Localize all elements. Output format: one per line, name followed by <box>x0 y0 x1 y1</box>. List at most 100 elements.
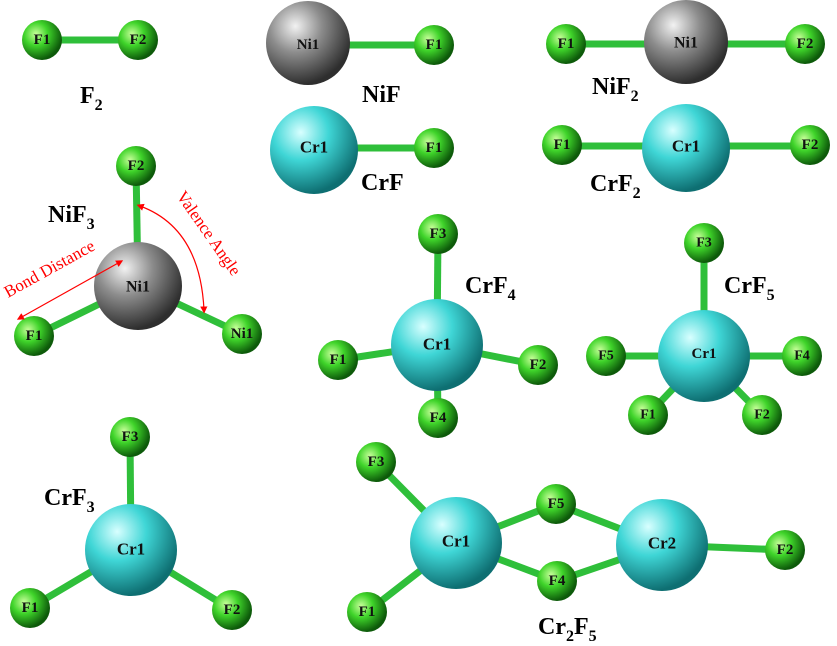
svg-text:F1: F1 <box>26 328 43 344</box>
atom-f2: F2 <box>118 20 158 60</box>
svg-text:F1: F1 <box>640 408 656 423</box>
molecule-nif: Ni1 F1 NiF <box>266 1 454 108</box>
atom-f2: F2 <box>518 345 558 385</box>
svg-text:F3: F3 <box>122 429 139 445</box>
label-crf5: CrF5 <box>724 273 775 304</box>
svg-text:F2: F2 <box>754 408 770 423</box>
atom-f4: F4 <box>537 561 577 601</box>
valence-angle-label: Valence Angle <box>173 187 245 279</box>
label-nif: NiF <box>362 82 401 108</box>
atom-f1: F1 <box>414 25 454 65</box>
svg-text:Ni1: Ni1 <box>126 279 150 296</box>
atom-cr1: Cr1 <box>410 497 502 589</box>
svg-text:Cr1: Cr1 <box>423 335 451 354</box>
atom-f2: F2 <box>742 395 782 435</box>
atom-f1: F1 <box>414 128 454 168</box>
atom-f5: F5 <box>536 484 576 524</box>
atom-f1: F1 <box>22 20 62 60</box>
atom-f4: F4 <box>782 336 822 376</box>
svg-text:F1: F1 <box>359 604 376 620</box>
svg-text:F2: F2 <box>777 542 794 558</box>
atom-cr1: Cr1 <box>391 299 483 391</box>
label-nif3: NiF3 <box>48 202 95 233</box>
label-crf2: CrF2 <box>590 171 641 202</box>
svg-text:F3: F3 <box>696 236 712 251</box>
svg-text:F2: F2 <box>797 36 814 52</box>
svg-text:F2: F2 <box>802 137 819 153</box>
label-crf3: CrF3 <box>44 485 95 516</box>
molecule-nif2: F1 Ni1 F2 NiF2 <box>546 0 825 105</box>
atom-f2: Ni1 <box>222 314 262 354</box>
bond-distance-label: Bond Distance <box>1 236 98 301</box>
atom-f1: F1 <box>546 24 586 64</box>
atom-f1: F1 <box>14 316 54 356</box>
svg-text:F1: F1 <box>426 140 443 156</box>
atom-cr2: Cr2 <box>616 499 708 591</box>
atom-f1: F1 <box>347 592 387 632</box>
svg-text:F3: F3 <box>430 226 447 242</box>
atom-ni1: Ni1 <box>644 0 728 84</box>
molecule-crf3: F3 Cr1 F1 F2 CrF3 <box>10 417 252 630</box>
svg-text:F2: F2 <box>130 32 147 48</box>
bond-distance-arrow <box>16 260 124 320</box>
atom-ni1: Ni1 <box>266 1 350 85</box>
svg-text:F1: F1 <box>554 137 571 153</box>
label-crf4: CrF4 <box>465 273 516 304</box>
atom-f4: F4 <box>418 398 458 438</box>
atom-f2: F2 <box>790 125 830 165</box>
atom-f3: F3 <box>110 417 150 457</box>
atom-f3: F3 <box>418 214 458 254</box>
svg-text:F1: F1 <box>330 352 347 368</box>
atom-f5: F5 <box>586 336 626 376</box>
svg-text:F1: F1 <box>22 600 39 616</box>
atom-cr1: Cr1 <box>642 104 730 192</box>
svg-text:F4: F4 <box>794 349 810 364</box>
atom-f1: F1 <box>318 340 358 380</box>
svg-text:Ni1: Ni1 <box>674 35 698 52</box>
svg-text:Ni1: Ni1 <box>231 326 254 342</box>
svg-text:Cr2: Cr2 <box>648 534 676 553</box>
svg-text:F2: F2 <box>128 158 145 174</box>
svg-text:F2: F2 <box>224 602 241 618</box>
molecule-f2: F1 F2 F2 <box>22 20 158 114</box>
atom-f2: F2 <box>785 24 825 64</box>
atom-cr1: Cr1 <box>658 310 750 402</box>
svg-text:F4: F4 <box>549 573 566 589</box>
molecule-crf4: F3 Cr1 F1 F2 F4 CrF4 <box>318 214 558 438</box>
label-cr2f5: Cr2F5 <box>538 614 597 645</box>
atom-f2-top: F2 <box>116 146 156 186</box>
label-f2: F2 <box>80 83 103 114</box>
svg-text:Ni1: Ni1 <box>297 37 320 53</box>
atom-f2: F2 <box>212 590 252 630</box>
atom-f3: F3 <box>684 223 724 263</box>
molecule-crf2: F1 Cr1 F2 CrF2 <box>542 104 830 202</box>
svg-text:F4: F4 <box>430 410 447 426</box>
atom-cr1: Cr1 <box>85 504 177 596</box>
svg-text:Cr1: Cr1 <box>692 346 717 362</box>
svg-text:F1: F1 <box>34 32 51 48</box>
svg-text:F5: F5 <box>598 349 614 364</box>
atom-f1: F1 <box>628 395 668 435</box>
svg-text:Cr1: Cr1 <box>442 532 470 551</box>
atom-f1: F1 <box>10 588 50 628</box>
svg-text:F3: F3 <box>368 454 385 470</box>
atom-f2: F2 <box>765 530 805 570</box>
molecule-crf: Cr1 F1 CrF <box>270 106 454 196</box>
atom-f3: F3 <box>356 442 396 482</box>
atom-ni1: Ni1 <box>94 242 182 330</box>
label-crf: CrF <box>361 170 404 196</box>
svg-text:F5: F5 <box>548 496 565 512</box>
molecule-crf5: F3 Cr1 F5 F4 F1 F2 CrF5 <box>586 223 822 435</box>
svg-text:Cr1: Cr1 <box>300 138 328 157</box>
label-nif2: NiF2 <box>592 74 639 105</box>
molecule-nif3: F2 Ni1 F1 Ni1 NiF3 Bond Distance Valence… <box>1 146 262 356</box>
atom-f1: F1 <box>542 125 582 165</box>
svg-text:F2: F2 <box>530 357 547 373</box>
svg-text:Cr1: Cr1 <box>117 540 145 559</box>
molecule-cr2f5: F3 F5 F4 Cr1 Cr2 F2 F1 Cr2F5 <box>347 442 805 645</box>
svg-text:Cr1: Cr1 <box>672 137 700 156</box>
svg-text:F1: F1 <box>426 37 443 53</box>
atom-cr1: Cr1 <box>270 106 358 194</box>
